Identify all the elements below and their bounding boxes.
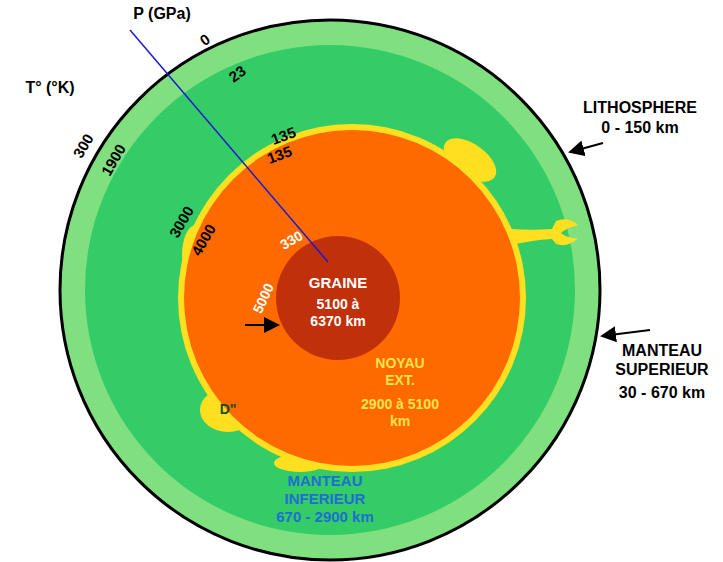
layer-label: LITHOSPHERE <box>583 98 697 117</box>
layer-label: D" <box>220 401 237 418</box>
layer-depth: 2900 à 5100 km <box>361 396 439 430</box>
layer-name: GRAINE <box>309 274 367 292</box>
layer-name: NOYAU EXT. <box>365 355 435 389</box>
lower-mantle: MANTEAU INFERIEUR670 - 2900 km NOYAU EXT.… <box>85 45 575 535</box>
layer-depth: 0 - 150 km <box>601 118 678 137</box>
layer-name: MANTEAU INFERIEUR <box>270 472 380 508</box>
layer-depth: 670 - 2900 km <box>276 508 374 526</box>
layer-label: MANTEAU SUPERIEUR <box>612 341 712 379</box>
pressure-value: 0 <box>196 30 213 50</box>
layer-depth: 30 - 670 km <box>619 383 705 402</box>
axis-title: T° (°K) <box>25 78 74 97</box>
layer-depth: 5100 à 6370 km <box>301 296 375 330</box>
axis-title: P (GPa) <box>133 4 191 23</box>
inner-core: GRAINE 5100 à 6370 km <box>276 236 400 360</box>
